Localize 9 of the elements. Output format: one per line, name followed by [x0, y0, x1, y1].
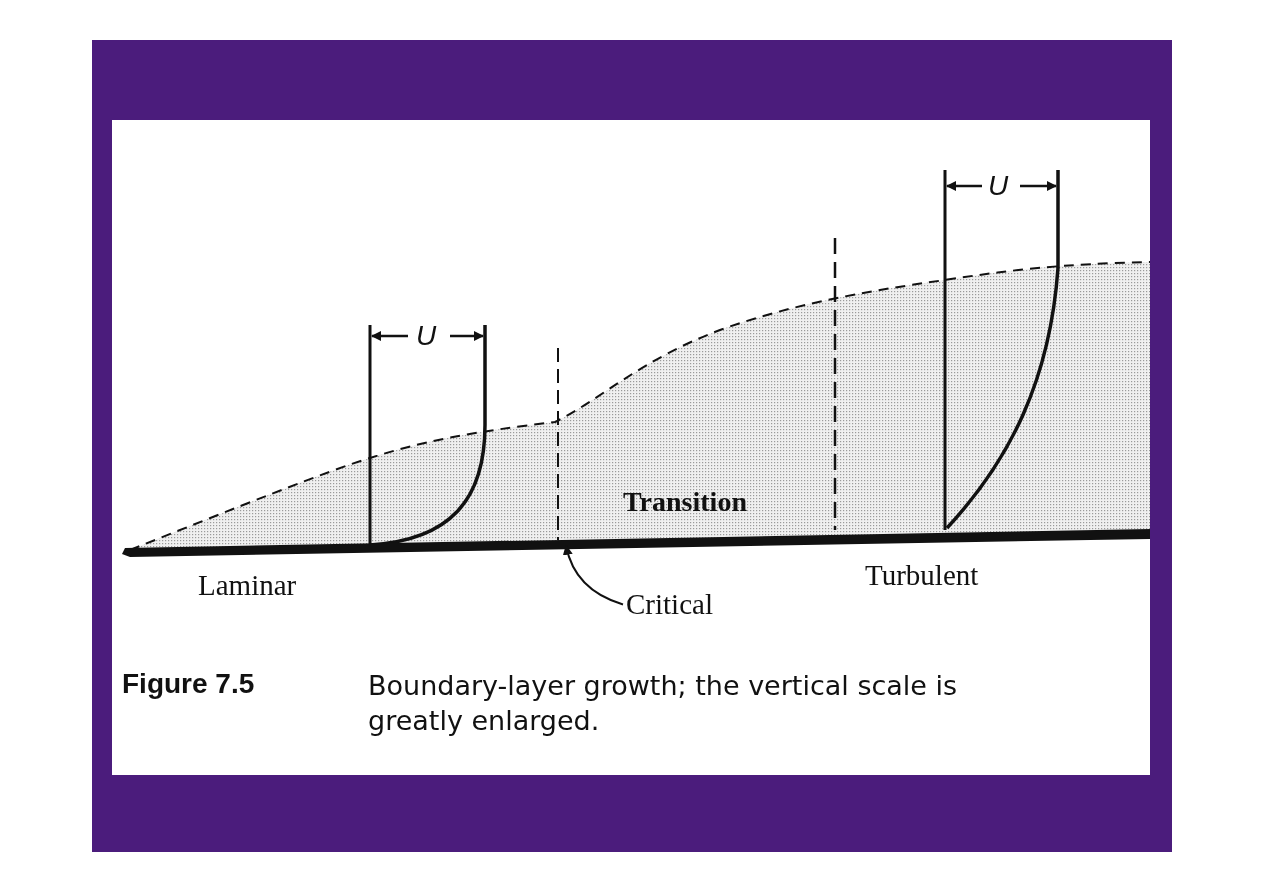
callout-label: Critical: [626, 590, 713, 619]
region-label: Laminar: [198, 571, 297, 600]
region-label: Transition: [623, 488, 747, 516]
dimension-label: U: [988, 172, 1009, 200]
dimension-label: U: [416, 322, 437, 350]
flat-plate: [122, 529, 1150, 557]
figure-caption: Boundary-layer growth; the vertical scale is greatly enlarged.: [368, 669, 959, 739]
region-label: Turbulent: [865, 561, 979, 590]
figure-number: Figure 7.5: [122, 670, 255, 698]
